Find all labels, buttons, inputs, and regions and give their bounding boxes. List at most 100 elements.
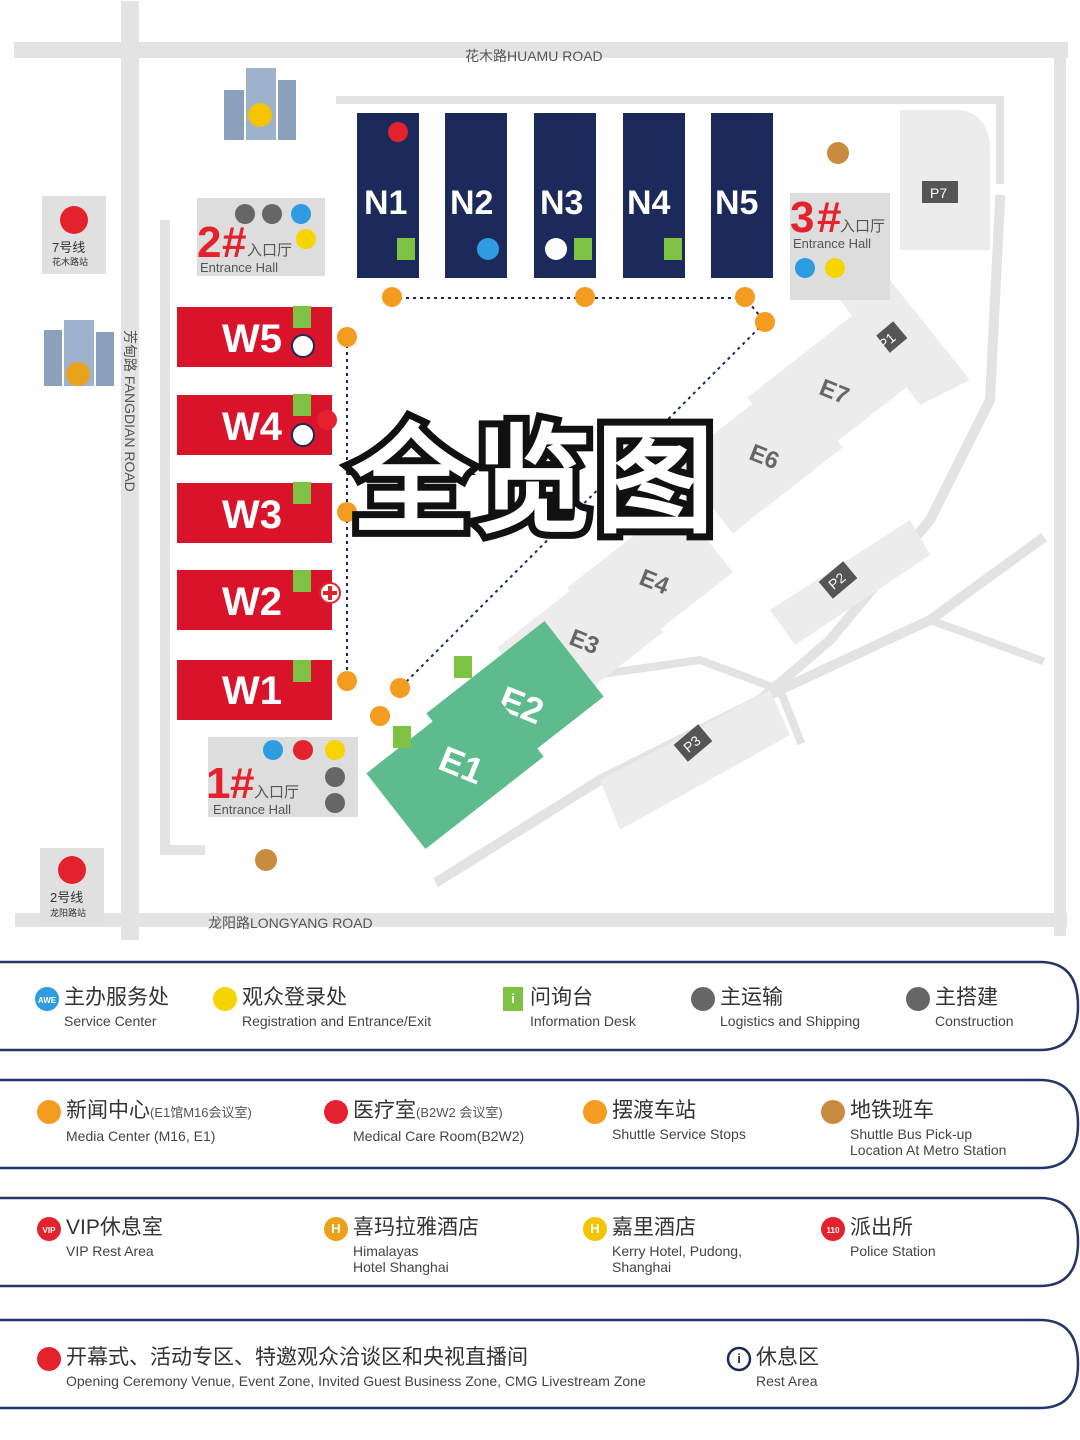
hall-w5: W5	[177, 306, 332, 367]
legend-cn-label: 嘉里酒店	[612, 1216, 696, 1239]
legend-item: 新闻中心(E1馆M16会议室) Media Center (M16, E1)	[36, 1098, 252, 1144]
hall-n2: N2	[445, 113, 507, 278]
legend-cn-label: 新闻中心(E1馆M16会议室)	[66, 1099, 252, 1122]
info-desk-icon: i	[503, 987, 523, 1011]
entrance-hash: #	[230, 759, 254, 808]
entrance-hash: #	[817, 193, 841, 242]
entrance-hash: #	[222, 218, 246, 267]
legend-en-label: Police Station	[850, 1243, 936, 1259]
east-green-halls: E2 E1	[366, 621, 604, 849]
entrance-cn-label: 入口厅	[247, 242, 292, 259]
entrance-hall-3: 3 # 入口厅 Entrance Hall	[790, 193, 890, 300]
icon-badge-text: i	[511, 991, 515, 1006]
hall-label: N1	[364, 184, 407, 222]
vip-icon: VIP	[37, 1217, 61, 1241]
legend-cn-label: 喜玛拉雅酒店	[353, 1216, 479, 1239]
legend-en-label: Rest Area	[756, 1373, 818, 1389]
legend-item: i 问询台 Information Desk	[500, 985, 636, 1029]
metro-shuttle-icons	[255, 142, 849, 871]
legend-en-label: Service Center	[64, 1013, 157, 1029]
kerry-hotel-building	[224, 68, 296, 140]
rest-area-icon: i	[726, 1346, 752, 1372]
legend-item: AWE 主办服务处 Service Center	[34, 985, 169, 1029]
logistics-icon	[691, 987, 715, 1011]
himalayas-hotel-building	[44, 320, 114, 386]
hall-label: W4	[222, 405, 283, 449]
hall-label: N2	[450, 184, 493, 222]
legend-cn-label: VIP休息室	[66, 1216, 163, 1239]
metro-station-label: 龙阳路站	[50, 907, 86, 918]
parking-area-p3: P3	[600, 690, 790, 830]
legend-en-label: VIP Rest Area	[66, 1243, 154, 1259]
hall-label: W1	[222, 669, 282, 713]
icon-badge-text: AWE	[38, 996, 57, 1005]
road-label-fangdian: 芳甸路 FANGDIAN ROAD	[122, 330, 138, 492]
entrance-en-label: Entrance Hall	[200, 260, 278, 275]
metro-station-line-2: 2号线 龙阳路站	[40, 848, 104, 926]
entrance-cn-label: 入口厅	[840, 218, 885, 235]
legend-cn-sublabel: (E1馆M16会议室)	[150, 1105, 252, 1120]
legend-item: i 休息区 Rest Area	[726, 1345, 819, 1389]
metro-line-label: 7号线	[52, 240, 85, 255]
hall-n4: N4	[623, 113, 685, 278]
hall-label: N4	[627, 184, 671, 222]
hall-w4: W4	[177, 394, 337, 455]
legend-en-label: Construction	[935, 1013, 1014, 1029]
shuttle-stop-icon	[583, 1100, 607, 1124]
legend-cn-label: 医疗室(B2W2 会议室)	[353, 1099, 503, 1122]
hall-n3: N3	[534, 113, 596, 278]
legend-en-label: Information Desk	[530, 1013, 636, 1029]
entrance-cn-label: 入口厅	[254, 784, 299, 801]
legend-item: 主搭建 Construction	[905, 985, 1014, 1029]
hall-n5: N5	[711, 113, 773, 278]
north-halls: N1 N2 N3 N4 N5	[357, 113, 773, 278]
parking-label: P7	[930, 185, 947, 201]
legend-item: H 喜玛拉雅酒店 Himalayas Hotel Shanghai	[323, 1215, 479, 1275]
legend-cn-label: 问询台	[530, 986, 593, 1009]
police-icon: 110	[821, 1217, 845, 1241]
legend-en-label: Media Center (M16, E1)	[66, 1128, 216, 1144]
info-desk-icon	[454, 656, 472, 678]
legend-cn-label: 派出所	[850, 1216, 913, 1239]
legend-en-label: Himalayas Hotel Shanghai	[353, 1243, 449, 1275]
legend-en-label: Kerry Hotel, Pudong, Shanghai	[612, 1243, 742, 1275]
legend-cn-label: 休息区	[756, 1346, 819, 1369]
legend-cn-label: 主运输	[720, 986, 783, 1009]
metro-station-line-7: 7号线 花木路站	[42, 196, 106, 274]
icon-badge-text: i	[737, 1351, 741, 1366]
icon-badge-text: H	[331, 1221, 340, 1236]
legend-en-label: Shuttle Service Stops	[612, 1126, 746, 1142]
media-center-icon	[370, 706, 390, 726]
legend-cn-label: 主办服务处	[64, 986, 169, 1009]
hall-label: W2	[222, 580, 282, 624]
media-center-icon	[37, 1100, 61, 1124]
legend-item: 医疗室(B2W2 会议室) Medical Care Room(B2W2)	[323, 1098, 524, 1144]
hall-label: W3	[222, 493, 282, 537]
metro-line-label: 2号线	[50, 890, 83, 905]
legend-en-label: Shuttle Bus Pick-up Location At Metro St…	[850, 1126, 1007, 1158]
hall-w2: W2	[177, 570, 341, 630]
entrance-en-label: Entrance Hall	[793, 236, 871, 251]
icon-badge-text: H	[590, 1221, 599, 1236]
entrance-number: 3	[790, 193, 814, 242]
entrance-hall-2: 2 # 入口厅 Entrance Hall	[197, 198, 325, 276]
metro-station-label: 花木路站	[52, 256, 88, 267]
hall-label: N5	[715, 184, 758, 222]
hall-w1: W1	[177, 660, 332, 720]
ceremony-icon	[37, 1347, 61, 1371]
parking-area-p2: P2	[770, 520, 930, 645]
legend-cn-label: 主搭建	[935, 986, 998, 1009]
road-label-longyang: 龙阳路LONGYANG ROAD	[208, 915, 373, 931]
legend-en-label: Opening Ceremony Venue, Event Zone, Invi…	[66, 1373, 646, 1389]
medical-icon	[324, 1100, 348, 1124]
icon-badge-text: 110	[827, 1226, 840, 1235]
legend-cn-sublabel: (B2W2 会议室)	[416, 1105, 503, 1120]
registration-icon	[213, 987, 237, 1011]
legend-item: H 嘉里酒店 Kerry Hotel, Pudong, Shanghai	[582, 1215, 742, 1275]
legend-en-label: Medical Care Room(B2W2)	[353, 1128, 525, 1144]
